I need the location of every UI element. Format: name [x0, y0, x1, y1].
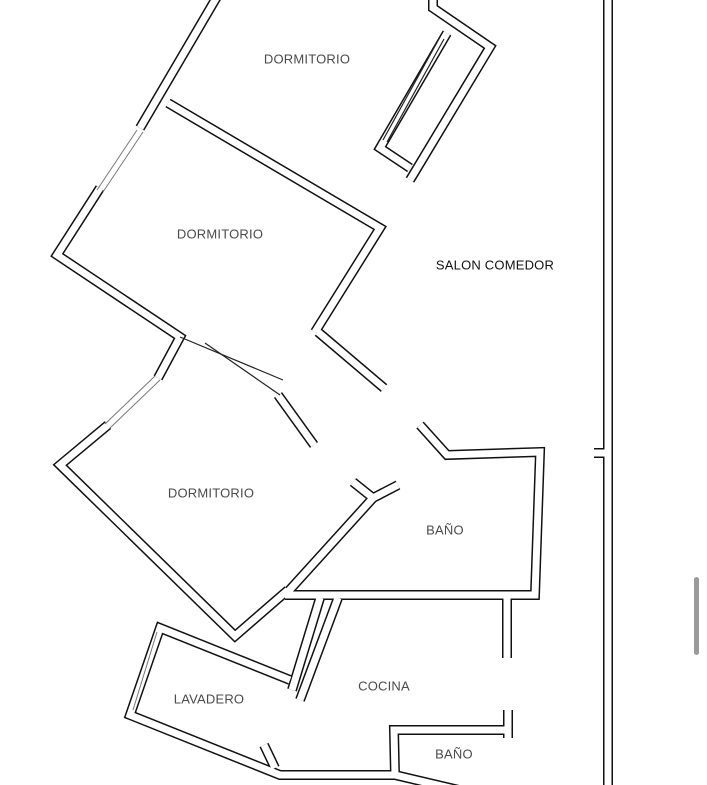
vertical-scrollbar[interactable]	[694, 577, 699, 655]
windows	[96, 129, 161, 711]
room-label-bano-2: BAÑO	[435, 746, 473, 762]
room-label-dormitorio-3: DORMITORIO	[167, 485, 255, 501]
room-label-bano-1: BAÑO	[426, 522, 464, 538]
room-label-dormitorio-2: DORMITORIO	[176, 226, 264, 242]
room-label-salon-comedor: SALON COMEDOR	[435, 257, 555, 273]
room-label-cocina: COCINA	[358, 678, 410, 694]
room-label-lavadero: LAVADERO	[173, 691, 245, 707]
closet-doors	[382, 36, 445, 143]
room-label-dormitorio-1: DORMITORIO	[263, 51, 351, 67]
partition-lines	[179, 336, 284, 396]
walls	[50, 0, 613, 785]
